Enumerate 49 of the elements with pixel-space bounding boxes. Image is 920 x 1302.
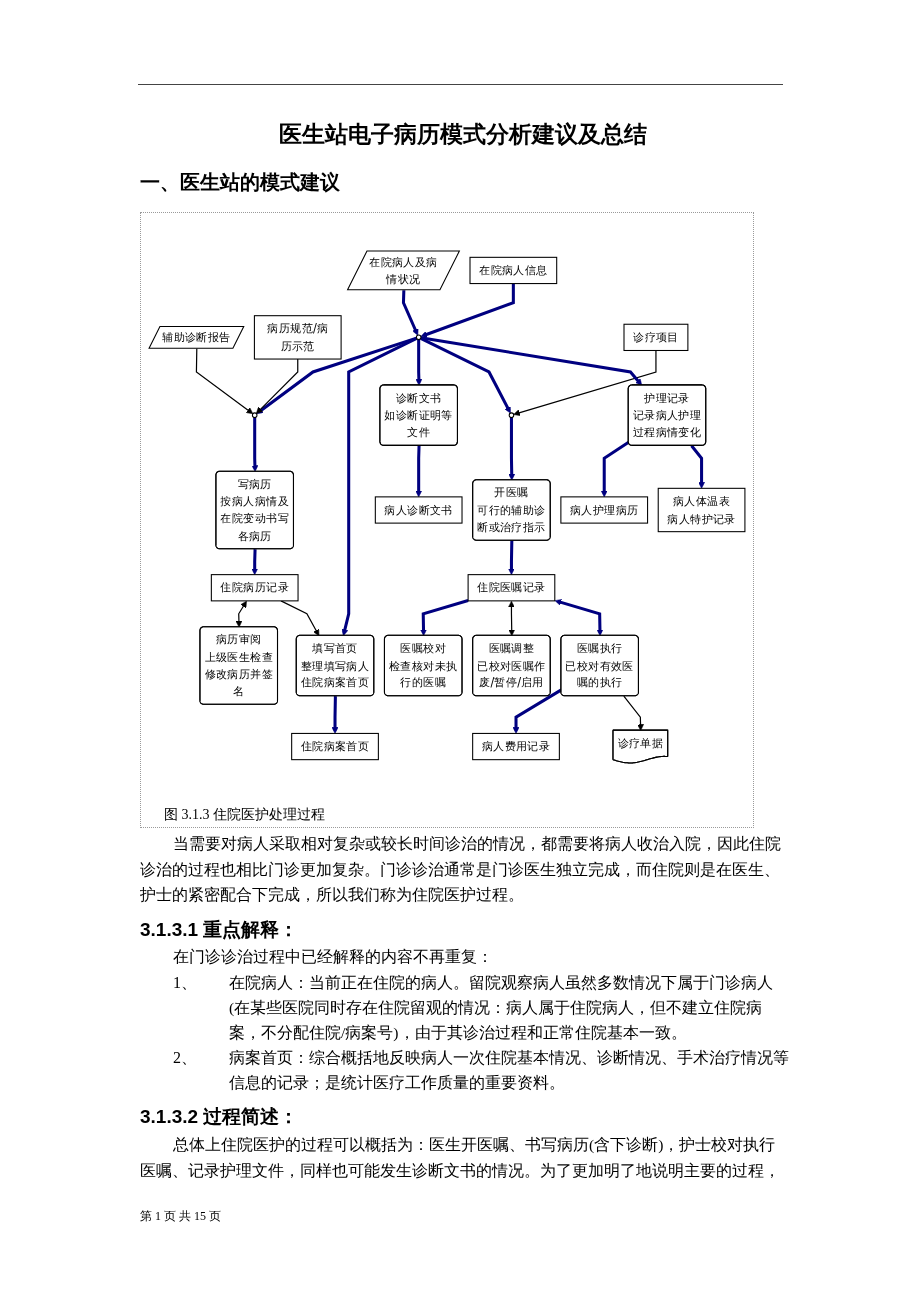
arrow [251, 549, 259, 575]
arrow [513, 349, 657, 416]
subsection-heading: 3.1.3.1 重点解释： [140, 918, 299, 942]
node-circle [508, 412, 515, 418]
arrow [280, 600, 320, 636]
arrow [235, 600, 247, 628]
node-box: 住院病案首页 [291, 732, 379, 761]
arrow [508, 540, 515, 575]
section-heading: 一、医生站的模式建议 [140, 169, 340, 196]
arrow [508, 600, 516, 636]
arrow [401, 290, 419, 336]
arrow [690, 444, 705, 489]
arrow [420, 336, 643, 386]
figure-caption: 图 3.1.3 住院医护处理过程 [164, 806, 325, 824]
list-number: 1、 [173, 973, 197, 993]
list-number: 2、 [173, 1048, 197, 1068]
node-box: 在院病人信息 [469, 256, 558, 285]
node-box: 病人诊断文书 [374, 496, 463, 524]
node-box: 病人护理病历 [560, 496, 649, 524]
node-box: 诊疗项目 [623, 323, 689, 351]
arrow [420, 337, 511, 414]
arrow [256, 336, 417, 415]
node-box: 住院病历记录 [210, 574, 299, 602]
node-box: 住院医嘱记录 [467, 574, 556, 602]
arrow [508, 417, 516, 481]
paragraph: 总体上住院医护的过程可以概括为：医生开医嘱、书写病历(含下诊断)，护士校对执行医嘱、记录护理文件，同样也可能发生诊断文书的情况。为了更加明了地说明主要的过程， [140, 1135, 781, 1181]
paragraph: 在门诊诊治过程中已经解释的内容不再重复： [172, 947, 494, 967]
arrow [420, 599, 469, 636]
node-circle [251, 412, 258, 418]
subsection-heading: 3.1.3.2 过程简述： [140, 1105, 299, 1129]
arrow [331, 696, 339, 734]
arrow [251, 417, 259, 472]
paragraph: 当需要对病人采取相对复杂或较长时间诊治的情况，都需要将病人收治入院，因此住院诊治的过程也相比门诊更加复杂。门诊诊治通常是门诊医生独立完成，而住院则是在医生、护士的紧密配合下完成，所以我们称为住院医护过程。 [140, 834, 782, 905]
arrow [256, 358, 299, 414]
node-box: 病人费用记录 [472, 732, 560, 761]
arrow [600, 440, 630, 498]
list-item-text: 在院病人：当前正在住院的病人。留院观察病人虽然多数情况下属于门诊病人(在某些医院同时存在住院留观的情况：病人属于住院病人，但不建立住院病案，不分配住院/病案号)，由于其诊治过程和正常住院基本一致。 [229, 973, 774, 1043]
arrow [415, 445, 422, 498]
arrow [554, 599, 604, 636]
arrow [341, 337, 418, 636]
node-box: 病历规范/病历示范 [253, 315, 342, 360]
arrow [420, 283, 515, 338]
arrow [623, 695, 644, 731]
node-box: 病人体温表 病人特护记录 [657, 487, 746, 533]
node-circle [415, 334, 422, 341]
page-footer: 第 1 页 共 15 页 [140, 1208, 221, 1224]
document-title: 医生站电子病历模式分析建议及总结 [277, 120, 648, 149]
arrow [415, 339, 423, 386]
list-item-text: 病案首页：综合概括地反映病人一次住院基本情况、诊断情况、手术治疗情况等信息的记录；是统计医疗工作质量的重要资料。 [229, 1048, 789, 1093]
